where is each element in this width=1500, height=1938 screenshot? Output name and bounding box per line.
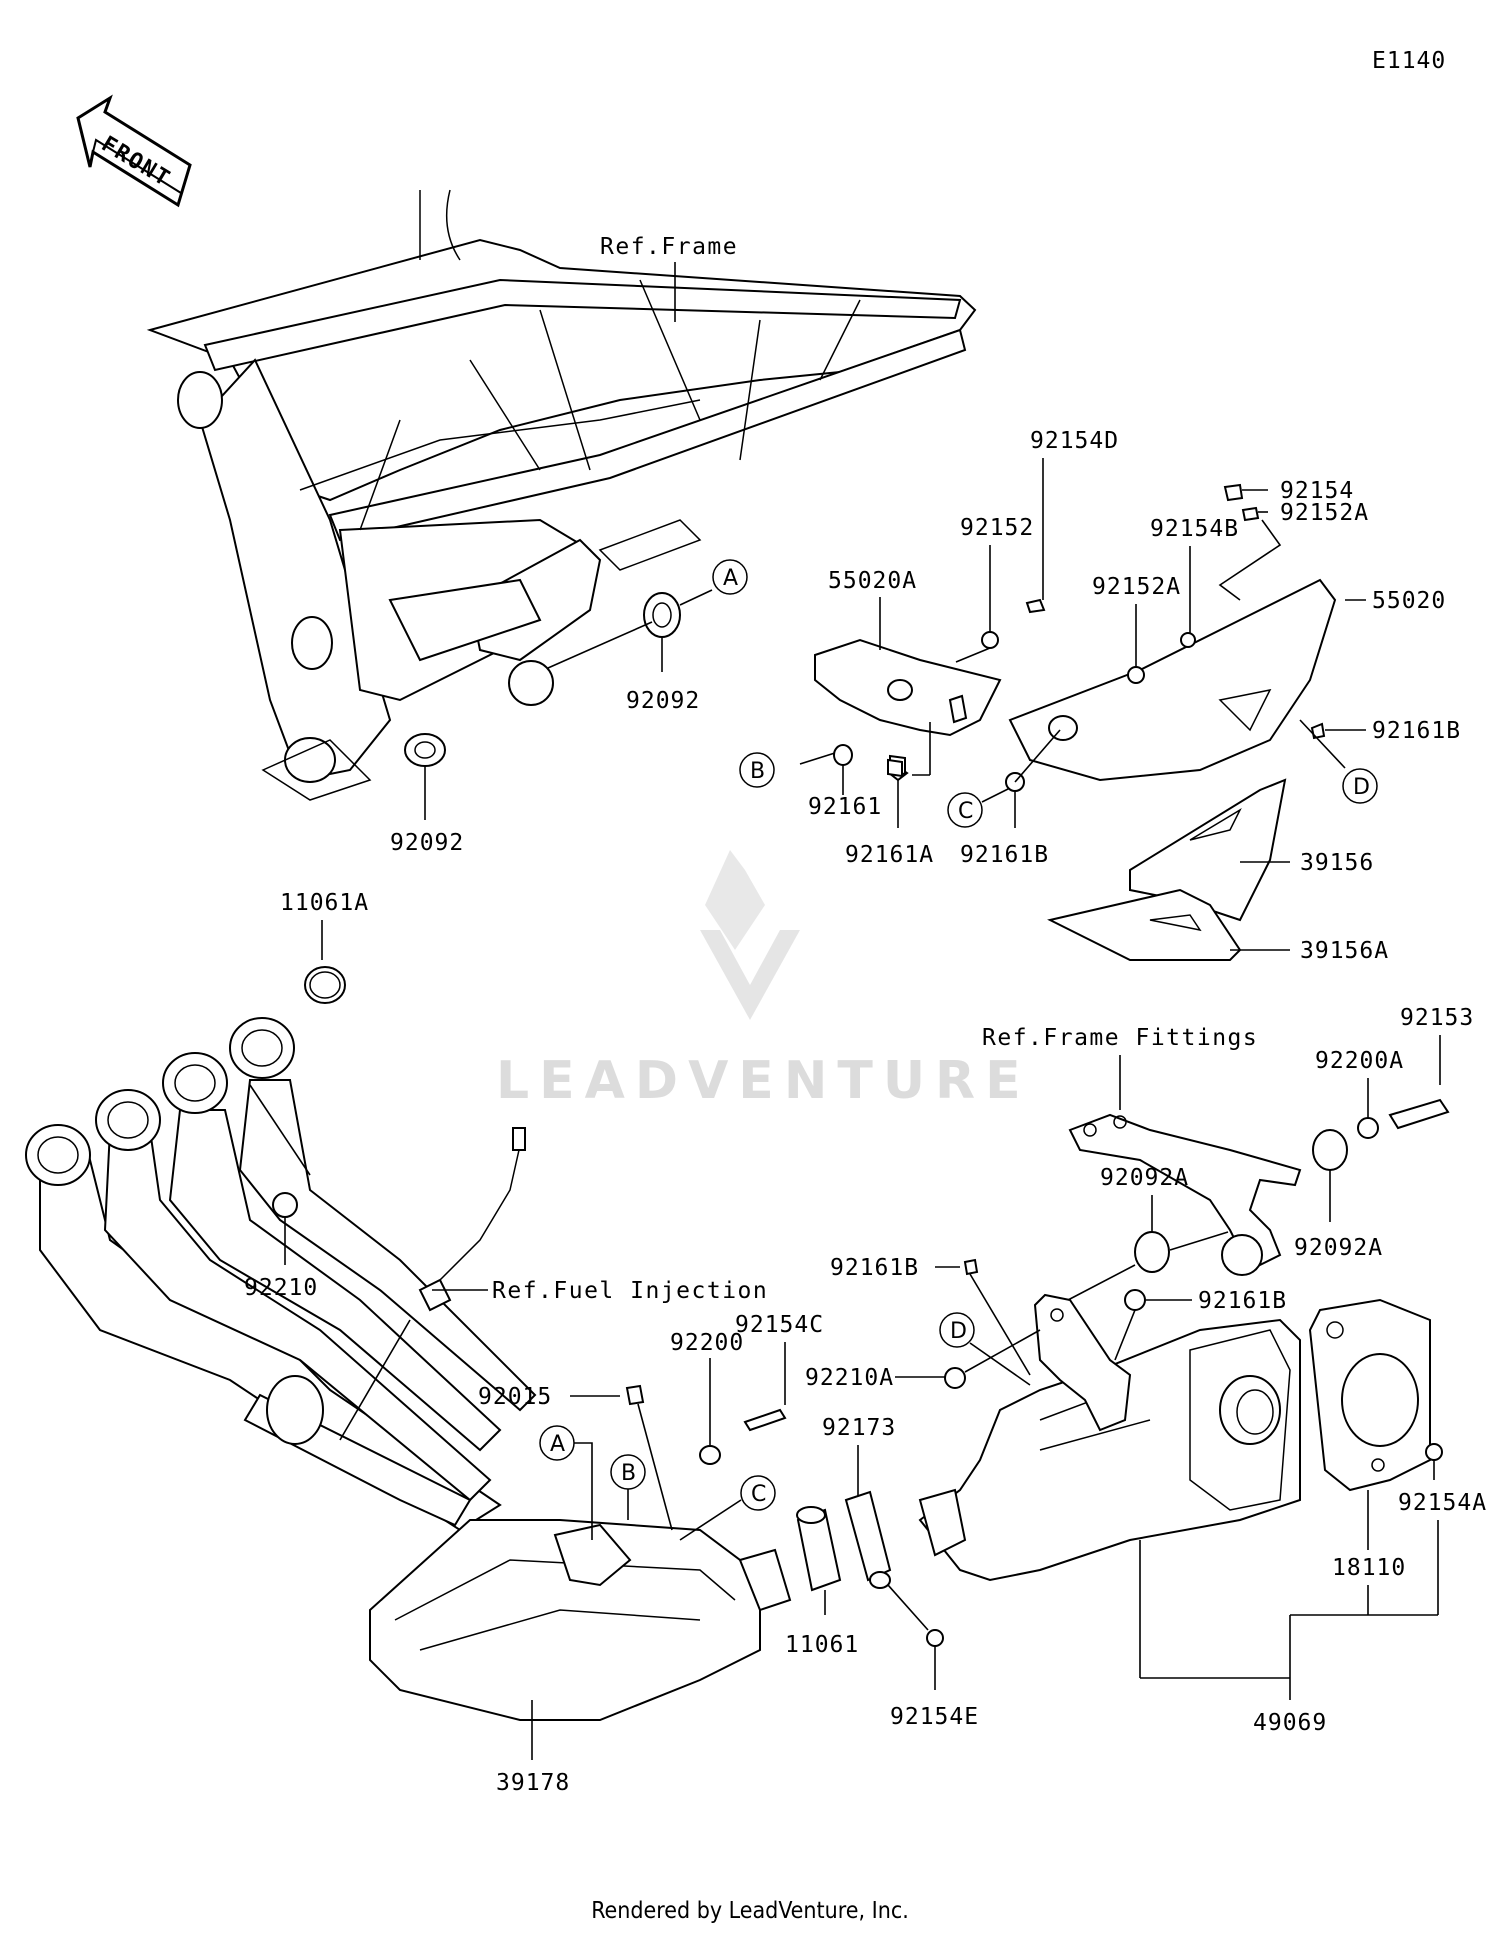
part-92161B-near: 92161B xyxy=(1198,1288,1287,1314)
nut-92210-icon xyxy=(272,1192,298,1218)
screw-92152A-icon xyxy=(1241,506,1260,522)
callout-b-lower: B xyxy=(610,1454,646,1490)
part-92154D: 92154D xyxy=(1030,428,1119,454)
part-92154B: 92154B xyxy=(1150,516,1239,542)
part-92152A-left: 92152A xyxy=(1092,574,1181,600)
callout-c-upper: C xyxy=(947,792,983,828)
part-92154: 92154 xyxy=(1280,478,1354,504)
svg-text:C: C xyxy=(958,799,973,824)
part-92161A: 92161A xyxy=(845,842,934,868)
nut-92161-icon xyxy=(833,744,853,766)
callout-a-lower: A xyxy=(539,1425,575,1461)
part-55020: 55020 xyxy=(1372,588,1446,614)
svg-text:A: A xyxy=(550,1432,565,1457)
bolt-92154C-icon xyxy=(743,1408,787,1432)
part-39156: 39156 xyxy=(1300,850,1374,876)
footer-credit: Rendered by LeadVenture, Inc. xyxy=(591,1898,909,1924)
part-18110: 18110 xyxy=(1332,1555,1406,1581)
screw-92152-icon xyxy=(981,631,999,649)
washer-92200-icon xyxy=(699,1445,721,1465)
frame-drawing xyxy=(146,189,977,801)
screw-92154D-icon xyxy=(1025,598,1046,614)
screw-92154A-icon xyxy=(1425,1443,1443,1461)
side-cover-55020 xyxy=(1008,578,1337,782)
part-39156A: 39156A xyxy=(1300,938,1389,964)
part-92161B-center: 92161B xyxy=(960,842,1049,868)
muffler-49069 xyxy=(918,1318,1301,1582)
bushing-92092A-right-icon xyxy=(1312,1129,1348,1171)
muffler-end-cap-18110 xyxy=(1308,1298,1431,1492)
part-92154C: 92154C xyxy=(735,1312,824,1338)
part-11061: 11061 xyxy=(785,1632,859,1658)
callout-c-lower: C xyxy=(740,1475,776,1511)
callout-a-upper: A xyxy=(712,559,748,595)
part-92152-top: 92152 xyxy=(960,515,1034,541)
clip-92015-icon xyxy=(625,1384,645,1406)
part-92161B-right: 92161B xyxy=(1372,718,1461,744)
heat-shield-39156 xyxy=(1129,778,1287,922)
svg-text:A: A xyxy=(723,566,738,591)
part-92153: 92153 xyxy=(1400,1005,1474,1031)
svg-text:D: D xyxy=(1353,775,1370,800)
watermark-text: LEADVENTURE xyxy=(496,1051,1031,1111)
screw-92152A-left-icon xyxy=(1127,666,1145,684)
callout-d-lower: D xyxy=(939,1312,975,1348)
muffler-hanger-bracket xyxy=(1033,1293,1132,1432)
part-92092-lower: 92092 xyxy=(390,830,464,856)
bushing-92092-lower xyxy=(404,733,446,767)
part-92200: 92200 xyxy=(670,1330,744,1356)
part-92092A-left: 92092A xyxy=(1100,1165,1189,1191)
nut-92161B-right-icon xyxy=(1310,722,1326,740)
bolt-92154E-icon xyxy=(926,1629,944,1647)
callout-b-upper: B xyxy=(739,752,775,788)
front-arrow-icon: FRONT xyxy=(76,94,192,208)
exhaust-header-pipes xyxy=(25,1017,537,1532)
part-92161: 92161 xyxy=(808,794,882,820)
svg-text:C: C xyxy=(751,1482,766,1507)
part-92173: 92173 xyxy=(822,1415,896,1441)
clip-92161A-icon xyxy=(887,758,903,778)
part-11061A: 11061A xyxy=(280,890,369,916)
part-92154E: 92154E xyxy=(890,1704,979,1730)
part-92210A: 92210A xyxy=(805,1365,894,1391)
exhaust-chamber-39178 xyxy=(369,1519,792,1721)
part-92152A-top: 92152A xyxy=(1280,500,1369,526)
screw-92154B-icon xyxy=(1180,632,1196,648)
nut-92161B-mid-icon xyxy=(963,1258,979,1276)
heat-shield-39156A xyxy=(1047,888,1242,961)
oxygen-sensor xyxy=(418,1127,526,1312)
part-92200A: 92200A xyxy=(1315,1048,1404,1074)
nut-92161B-near-icon xyxy=(1124,1289,1146,1311)
part-39178: 39178 xyxy=(496,1770,570,1796)
part-49069: 49069 xyxy=(1253,1710,1327,1736)
bolt-92153-icon xyxy=(1388,1098,1450,1130)
part-92092-upper: 92092 xyxy=(626,688,700,714)
washer-92200A-icon xyxy=(1357,1117,1379,1139)
bushing-92092A-left-icon xyxy=(1134,1231,1170,1273)
svg-text:B: B xyxy=(750,759,765,784)
callout-d-upper: D xyxy=(1342,768,1378,804)
side-cover-55020A xyxy=(814,638,1002,737)
part-92161B-mid: 92161B xyxy=(830,1255,919,1281)
gasket-11061 xyxy=(796,1506,842,1592)
ref-frame-fittings-label: Ref.Frame Fittings xyxy=(982,1025,1258,1051)
part-92092A-right: 92092A xyxy=(1294,1235,1383,1261)
svg-text:D: D xyxy=(950,1319,967,1344)
bushing-92092-upper xyxy=(643,592,681,638)
part-55020A: 55020A xyxy=(828,568,917,594)
svg-text:B: B xyxy=(621,1461,636,1486)
diagram-id: E1140 xyxy=(1372,48,1446,74)
screw-92154-icon xyxy=(1223,483,1244,502)
ref-frame-label: Ref.Frame xyxy=(600,234,738,260)
part-92154A: 92154A xyxy=(1398,1490,1487,1516)
clamp-92173 xyxy=(844,1490,892,1589)
part-92210: 92210 xyxy=(244,1275,318,1301)
leadventure-watermark: LEADVENTURE xyxy=(496,850,1031,1111)
part-92015: 92015 xyxy=(478,1384,552,1410)
nut-92210A-icon xyxy=(944,1367,966,1389)
ref-fuel-injection-label: Ref.Fuel Injection xyxy=(492,1278,768,1304)
frame-fittings-bracket xyxy=(1068,1113,1302,1276)
